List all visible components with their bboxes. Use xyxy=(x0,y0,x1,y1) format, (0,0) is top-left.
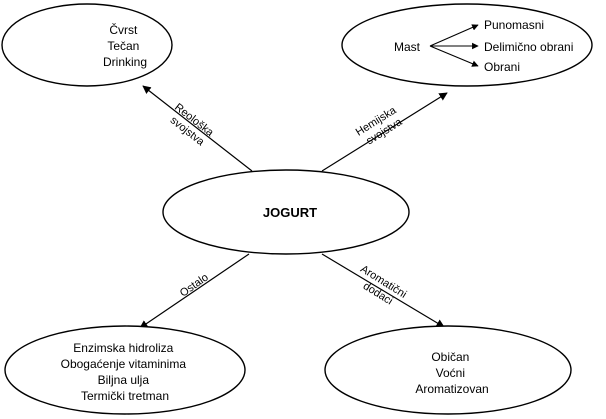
node-top-left: Čvrst Tečan Drinking xyxy=(1,3,173,87)
node-bottom-right: Običan Voćni Aromatizovan xyxy=(324,325,572,415)
edge-arrow-top-left xyxy=(142,85,253,172)
mast-arrow-3 xyxy=(429,45,479,67)
edge-label-aromaticni-dodaci: Aromatični dodaci xyxy=(351,263,411,313)
edge-arrow-bottom-right xyxy=(321,253,445,328)
node-top-left-text: Čvrst Tečan Drinking xyxy=(103,22,147,69)
node-bottom-right-text: Običan Voćni Aromatizovan xyxy=(415,350,488,396)
node-top-right-item: Delimično obrani xyxy=(484,40,573,54)
node-bottom-left: Enzimska hidroliza Obogaćenje vitaminima… xyxy=(4,325,246,415)
node-center-label: JOGURT xyxy=(263,205,317,220)
node-top-right-item: Obrani xyxy=(484,60,520,74)
node-top-right: Mast Punomasni Delimično obrani Obrani xyxy=(341,3,593,87)
node-bottom-left-text: Enzimska hidroliza Obogaćenje vitaminima… xyxy=(61,341,190,403)
edge-label-ostalo: Ostalo xyxy=(178,272,211,300)
edge-arrow-top-right xyxy=(321,92,448,172)
node-top-right-source: Mast xyxy=(394,40,421,54)
edge-arrow-bottom-left xyxy=(139,253,250,329)
mast-arrow-1 xyxy=(429,24,479,47)
edge-label-hemijska-svojstva: Hemijska svojstva xyxy=(354,103,408,150)
node-top-right-item: Punomasni xyxy=(484,18,544,32)
node-center: JOGURT xyxy=(162,169,410,255)
